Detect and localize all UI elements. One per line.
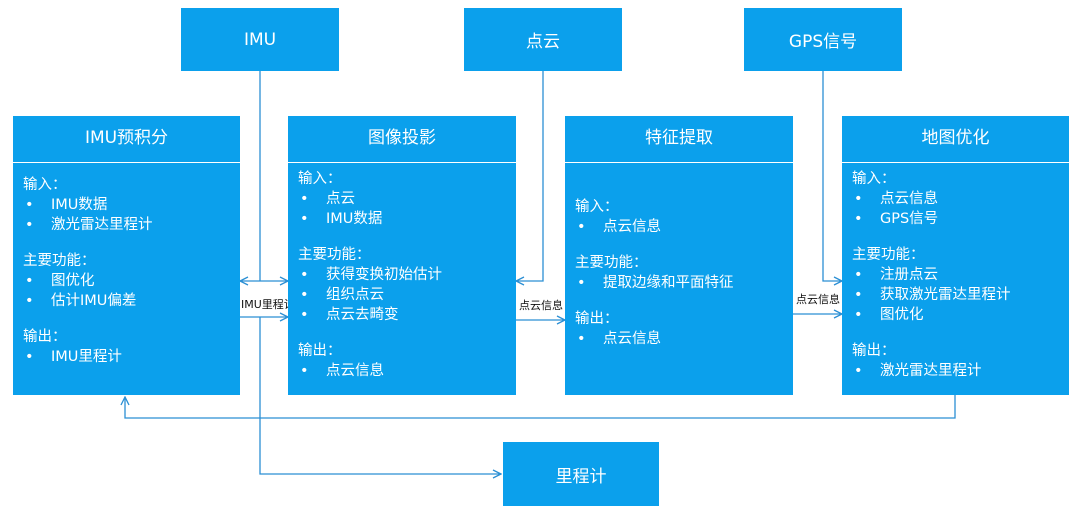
section-heading: 主要功能： — [298, 247, 371, 263]
edge-label-imu-odometry: IMU里程计 — [240, 296, 296, 312]
list-item: •注册点云 — [854, 267, 938, 283]
section-heading: 输入： — [575, 199, 619, 215]
module-title: 特征提取 — [565, 116, 793, 163]
module-title: IMU预积分 — [13, 116, 240, 163]
section-heading: 输出： — [298, 343, 342, 359]
list-item: •点云去畸变 — [300, 307, 399, 323]
section-heading: 输出： — [575, 311, 619, 327]
list-item: •组织点云 — [300, 287, 384, 303]
feature-extraction-module: 特征提取 输入： •点云信息 主要功能： •提取边缘和平面特征 输出： •点云信… — [565, 116, 793, 395]
pointcloud-source-box: 点云 — [464, 8, 622, 71]
module-output-section: 输出： •激光雷达里程计 — [852, 341, 1069, 381]
module-function-section: 主要功能： •注册点云 •获取激光雷达里程计 •图优化 — [852, 245, 1069, 325]
list-item: •IMU里程计 — [25, 349, 122, 365]
module-input-section: 输入： •IMU数据 •激光雷达里程计 — [23, 175, 240, 235]
to-odometry-arrow — [259, 317, 501, 474]
module-input-section: 输入： •点云信息 •GPS信号 — [852, 169, 1069, 229]
module-function-section: 主要功能： •提取边缘和平面特征 — [575, 253, 793, 293]
lidar-odometry-feedback-arrow — [125, 395, 956, 419]
module-output-section: 输出： •点云信息 — [575, 309, 793, 349]
list-item: •激光雷达里程计 — [854, 363, 982, 379]
image-projection-module: 图像投影 输入： •点云 •IMU数据 主要功能： •获得变换初始估计 •组织点… — [288, 116, 516, 395]
gps-arrow — [822, 71, 842, 281]
edge-label-cloud-info-1: 点云信息 — [518, 297, 564, 313]
gps-source-box: GPS信号 — [744, 8, 902, 71]
list-item: •提取边缘和平面特征 — [577, 275, 734, 291]
module-input-section: 输入： •点云 •IMU数据 — [298, 169, 516, 229]
list-item: •点云信息 — [577, 331, 661, 347]
list-item: •点云信息 — [854, 191, 938, 207]
list-item: •图优化 — [25, 273, 95, 289]
list-item: •激光雷达里程计 — [25, 217, 153, 233]
list-item: •IMU数据 — [300, 211, 383, 227]
section-heading: 输出： — [23, 329, 67, 345]
section-heading: 主要功能： — [575, 255, 648, 271]
list-item: •获得变换初始估计 — [300, 267, 442, 283]
section-heading: 输入： — [852, 171, 896, 187]
section-heading: 输入： — [23, 177, 67, 193]
odometry-output-box: 里程计 — [503, 442, 659, 506]
section-heading: 主要功能： — [852, 247, 925, 263]
imu-preintegration-module: IMU预积分 输入： •IMU数据 •激光雷达里程计 主要功能： •图优化 •估… — [13, 116, 240, 395]
pointcloud-arrow — [516, 71, 544, 281]
list-item: •图优化 — [854, 307, 924, 323]
module-output-section: 输出： •点云信息 — [298, 341, 516, 381]
section-heading: 输入： — [298, 171, 342, 187]
list-item: •IMU数据 — [25, 197, 108, 213]
list-item: •点云信息 — [300, 363, 384, 379]
module-function-section: 主要功能： •图优化 •估计IMU偏差 — [23, 251, 240, 311]
list-item: •点云 — [300, 191, 355, 207]
section-heading: 主要功能： — [23, 253, 96, 269]
module-input-section: 输入： •点云信息 — [575, 197, 793, 237]
list-item: •获取激光雷达里程计 — [854, 287, 1011, 303]
edge-label-cloud-info-2: 点云信息 — [795, 291, 841, 307]
module-title: 地图优化 — [842, 116, 1069, 163]
section-heading: 输出： — [852, 343, 896, 359]
list-item: •点云信息 — [577, 219, 661, 235]
module-output-section: 输出： •IMU里程计 — [23, 327, 240, 367]
imu-source-box: IMU — [181, 8, 339, 71]
module-function-section: 主要功能： •获得变换初始估计 •组织点云 •点云去畸变 — [298, 245, 516, 325]
module-title: 图像投影 — [288, 116, 516, 163]
list-item: •GPS信号 — [854, 211, 939, 227]
list-item: •估计IMU偏差 — [25, 293, 137, 309]
map-optimization-module: 地图优化 输入： •点云信息 •GPS信号 主要功能： •注册点云 •获取激光雷… — [842, 116, 1069, 395]
